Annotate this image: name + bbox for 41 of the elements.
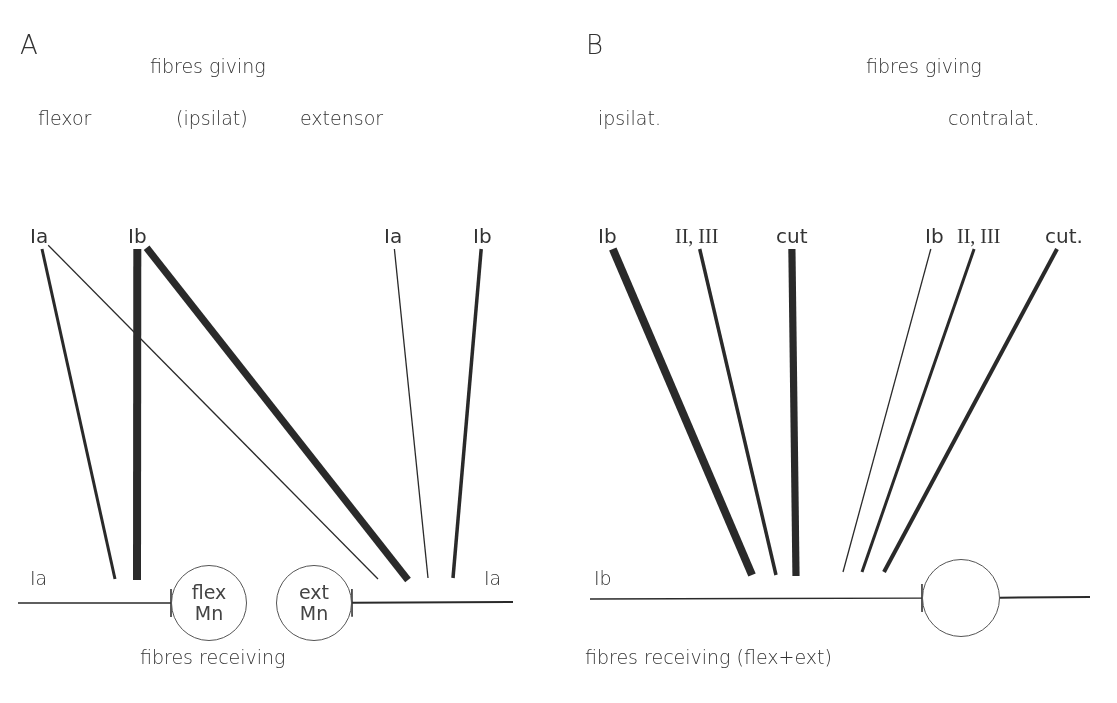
inhibitory-fibre-line: [351, 588, 514, 618]
fibre-label: II, III: [957, 225, 1001, 247]
inhibitory-fibre-line: [589, 583, 923, 613]
annotation-text: fibres receiving (flex+ext): [585, 646, 832, 668]
fibre-line: [860, 248, 976, 573]
fibre-line: [393, 248, 429, 579]
fibre-line: [999, 596, 1091, 599]
annotation-text: ipsilat.: [598, 107, 661, 129]
annotation-text: (ipsilat): [176, 107, 248, 129]
fibre-label: Ia: [384, 225, 403, 247]
panel-letter: A: [20, 30, 38, 60]
panel-letter: B: [586, 30, 604, 60]
fibre-line: [47, 244, 379, 580]
annotation-text: fibres giving: [866, 55, 982, 77]
fibre-label: cut.: [1045, 225, 1083, 247]
fibre-label: cut: [776, 225, 808, 247]
annotation-text: fibres receiving: [140, 646, 286, 668]
fibre-line: [882, 248, 1059, 573]
fibre-label: Ib: [473, 225, 492, 247]
fibre-line: [842, 248, 932, 573]
fibre-label: Ib: [128, 225, 147, 247]
fibre-label: II, III: [675, 225, 719, 247]
annotation-text: Ia: [30, 567, 48, 589]
annotation-text: contralat.: [948, 107, 1040, 129]
annotation-text: flexor: [38, 107, 92, 129]
neuron-label: ext Mn: [297, 582, 331, 624]
fibre-line: [788, 248, 800, 577]
fibre-label: Ib: [598, 225, 617, 247]
annotation-text: Ia: [484, 567, 502, 589]
inhibitory-fibre-line: [17, 588, 172, 618]
fibre-line: [143, 245, 411, 583]
fibre-line: [698, 248, 778, 576]
fibre-line: [609, 247, 756, 577]
annotation-text: extensor: [300, 107, 384, 129]
fibre-line: [40, 248, 117, 580]
fibre-label: Ib: [925, 225, 944, 247]
annotation-text: Ib: [594, 567, 612, 589]
neuron-label: flex Mn: [190, 582, 228, 624]
fibre-label: Ia: [30, 225, 49, 247]
fibre-line: [451, 248, 483, 579]
annotation-text: fibres giving: [150, 55, 266, 77]
